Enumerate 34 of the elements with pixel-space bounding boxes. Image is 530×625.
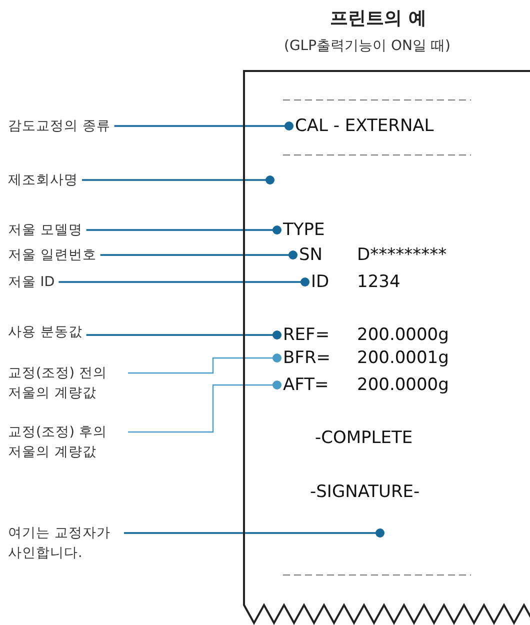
- callout-label: 감도교정의 종류: [8, 116, 110, 136]
- leader-line: [82, 176, 274, 184]
- field-value: 1234: [357, 271, 400, 293]
- field-value: 200.0001g: [357, 347, 449, 369]
- field-name: SN: [299, 244, 324, 266]
- field-name: REF=: [283, 324, 331, 346]
- leader-line: [58, 278, 310, 286]
- printout-text: -SIGNATURE-: [310, 481, 420, 503]
- title: 프린트의 예: [330, 7, 426, 30]
- printout-text: -COMPLETE: [315, 427, 413, 449]
- callout-label: 제조회사명: [8, 170, 78, 190]
- leader-line: [86, 226, 282, 234]
- leader-line: [124, 528, 384, 538]
- leader-line: [128, 380, 282, 433]
- callout-label: 저울 ID: [8, 272, 55, 292]
- leader-line: [114, 122, 294, 130]
- callout-label: 여기는 교정자가 사인합니다.: [8, 523, 120, 563]
- field-value: D*********: [357, 244, 447, 266]
- leader-line: [100, 250, 298, 260]
- field-value: 200.0000g: [357, 374, 449, 396]
- field-name: ID: [311, 271, 330, 293]
- callout-label: 교정(조정) 전의 저울의 계량값: [8, 363, 124, 403]
- printout-text: TYPE: [283, 219, 325, 241]
- callout-label: 사용 분동값: [8, 322, 82, 342]
- leader-line: [86, 330, 282, 340]
- callout-label: 저울 일련번호: [8, 245, 96, 265]
- leader-line: [128, 354, 282, 374]
- printout-text: CAL - EXTERNAL: [295, 115, 434, 137]
- callout-label: 저울 모델명: [8, 220, 82, 240]
- field-name: AFT=: [283, 374, 330, 396]
- field-name: BFR=: [283, 347, 332, 369]
- field-value: 200.0000g: [357, 324, 449, 346]
- subtitle: (GLP출력기능이 ON일 때): [284, 37, 450, 55]
- callout-label: 교정(조정) 후의 저울의 계량값: [8, 422, 124, 462]
